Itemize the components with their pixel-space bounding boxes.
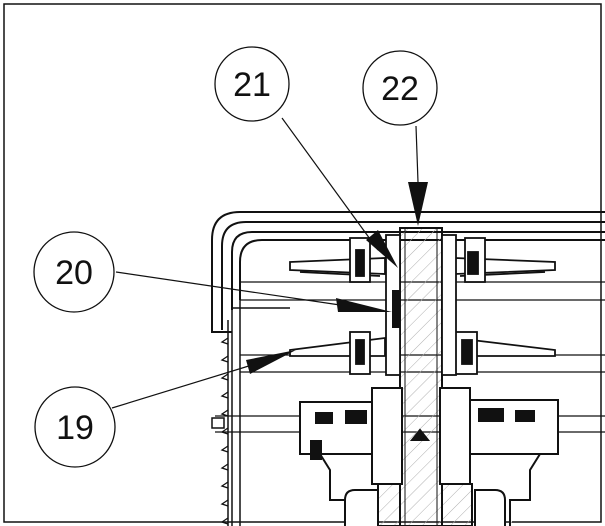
balloon-circle: [34, 386, 116, 468]
balloon-circle: [214, 46, 290, 122]
leader-20: [115, 271, 341, 306]
leader-19: [111, 364, 253, 409]
bottom-base: [344, 483, 506, 526]
callout-label: 19: [56, 409, 94, 447]
arrowhead-19: [246, 350, 296, 374]
leader-22: [415, 125, 419, 183]
callout-label: 20: [55, 254, 93, 292]
callout-balloon-20: 20: [33, 231, 115, 313]
hub-dark-parts: [211, 408, 535, 460]
arrowhead-22: [408, 182, 428, 226]
callout-balloon-22: 22: [362, 50, 438, 126]
housing-cover: [211, 211, 605, 333]
balloon-circle: [362, 50, 438, 126]
leader-21: [281, 117, 379, 251]
arrowhead-20: [336, 298, 392, 312]
callout-balloon-19: 19: [34, 386, 116, 468]
arrowheads: [246, 182, 428, 374]
central-shaft: [385, 227, 457, 526]
drawing-frame: [3, 3, 602, 523]
callout-label: 21: [233, 66, 271, 104]
callout-balloon-21: 21: [214, 46, 290, 122]
lower-bushing: [349, 331, 478, 375]
leader-lines: [111, 117, 419, 409]
upper-bushing: [349, 237, 486, 283]
arrowhead-21: [366, 230, 398, 268]
balloon-circle: [33, 231, 115, 313]
callout-label: 22: [381, 70, 419, 108]
wall-ridges: [220, 337, 229, 525]
side-wall: [227, 300, 290, 526]
